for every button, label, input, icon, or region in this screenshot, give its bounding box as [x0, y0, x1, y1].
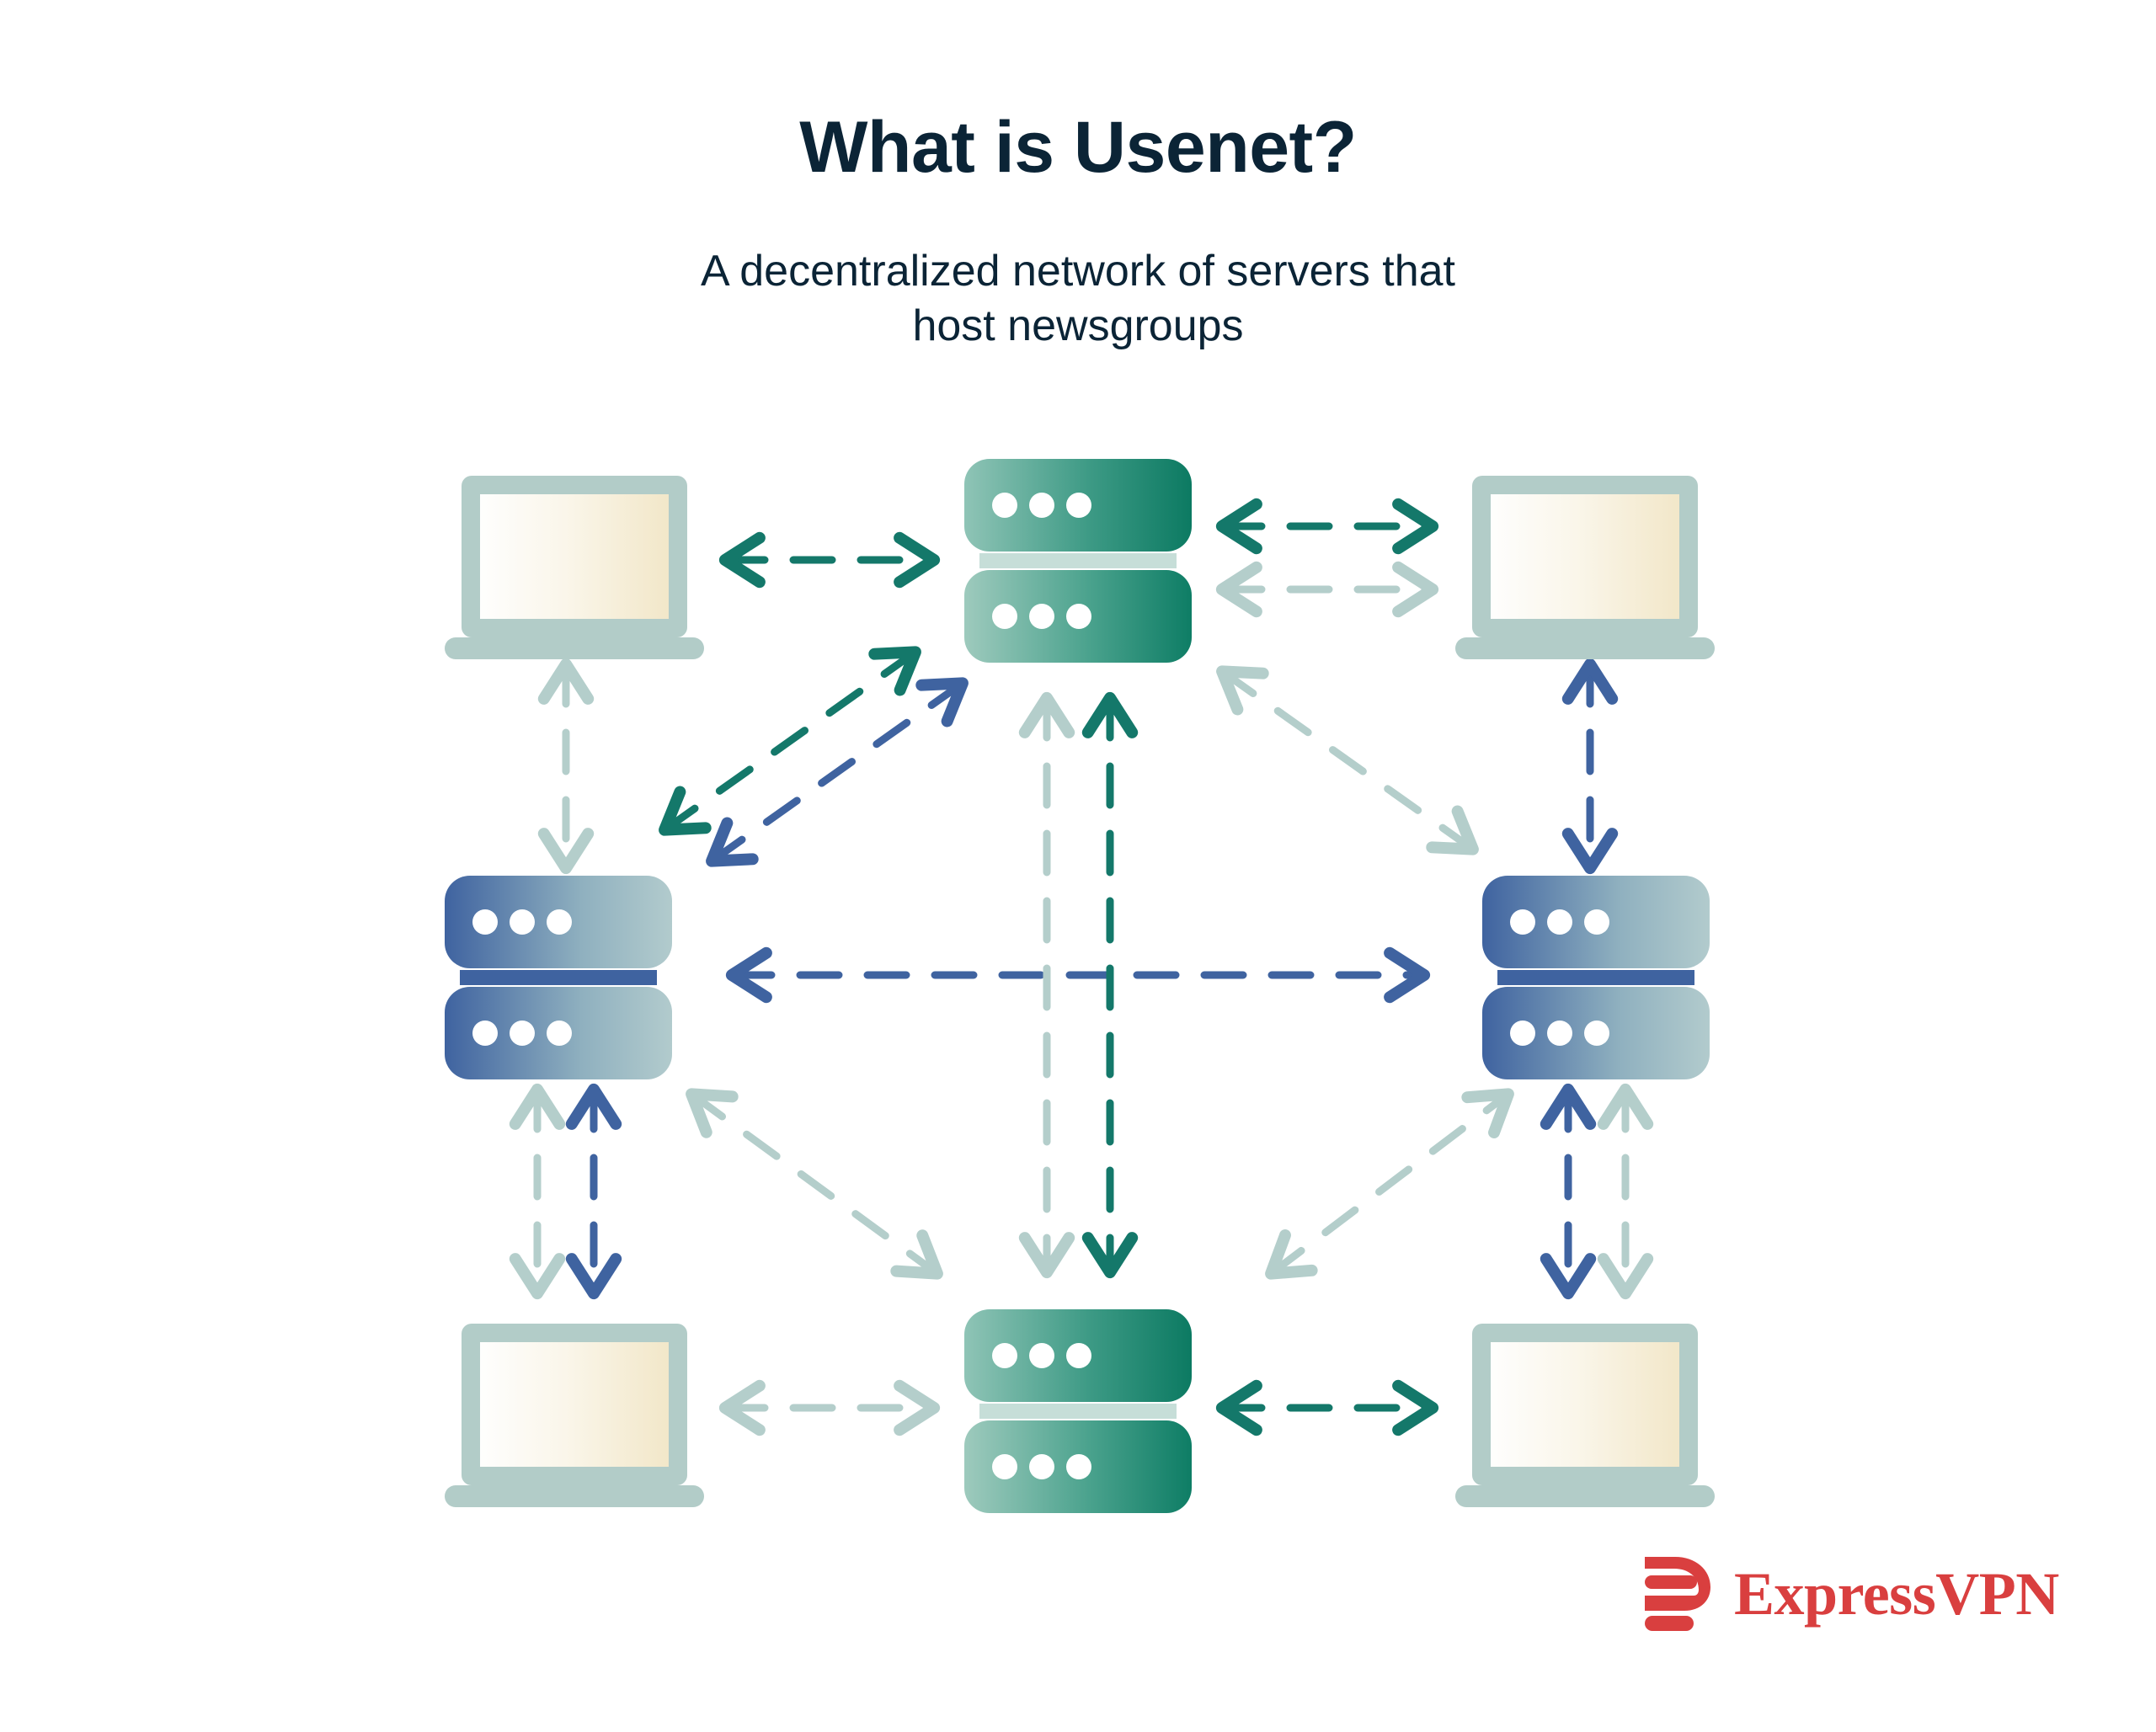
node-server-mid-right-blue[interactable]: [1482, 876, 1710, 1079]
node-server-top-center-green[interactable]: [964, 459, 1192, 663]
node-laptop-bottom-left[interactable]: [445, 1324, 704, 1507]
expressvpn-e-mark-icon: [1645, 1557, 1710, 1631]
nodes-layer: [445, 459, 1715, 1513]
node-laptop-top-left[interactable]: [445, 476, 704, 659]
edges-layer: [509, 498, 1654, 1436]
page-title: What is Usenet?: [799, 107, 1357, 188]
page-subtitle: A decentralized network of servers that …: [700, 247, 1455, 350]
edge-server-tc-to-server-mr-sage: [1216, 665, 1479, 855]
node-server-mid-left-blue[interactable]: [445, 876, 672, 1079]
expressvpn-wordmark: ExpressVPN: [1734, 1560, 2059, 1628]
node-server-bottom-center-green[interactable]: [964, 1309, 1192, 1513]
edge-server-tc-to-server-ml-blue: [706, 677, 969, 867]
node-laptop-top-right[interactable]: [1455, 476, 1715, 659]
edge-server-ml-to-server-bc-sage: [686, 1088, 943, 1280]
edge-server-bc-to-server-mr-sage: [1265, 1088, 1514, 1280]
expressvpn-logo[interactable]: ExpressVPN: [1638, 1553, 2059, 1634]
node-laptop-bottom-right[interactable]: [1455, 1324, 1715, 1507]
